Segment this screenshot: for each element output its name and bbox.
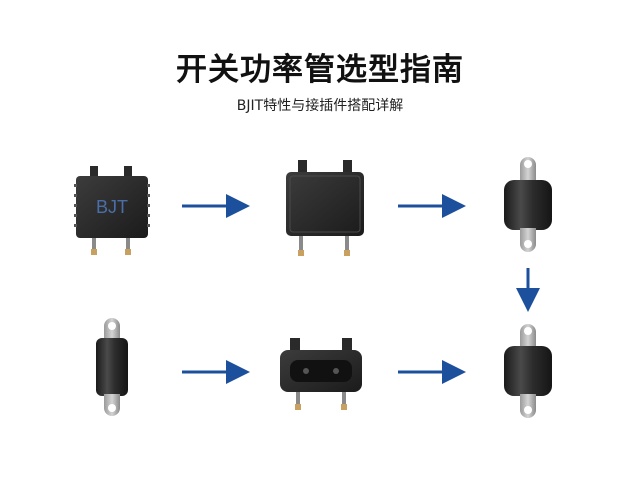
page-title: 开关功率管选型指南 xyxy=(176,52,464,88)
page-subtitle: BJIT特性与接插件搭配详解 xyxy=(236,98,404,114)
bjt-chip: BJT xyxy=(74,166,150,255)
rubber-mount-top xyxy=(504,157,552,252)
cylinder-connector xyxy=(96,318,128,416)
square-relay xyxy=(286,160,364,256)
bjt-chip-label: BJT xyxy=(96,197,128,217)
rubber-mount-bottom xyxy=(504,324,552,418)
dual-port-connector xyxy=(280,338,362,410)
